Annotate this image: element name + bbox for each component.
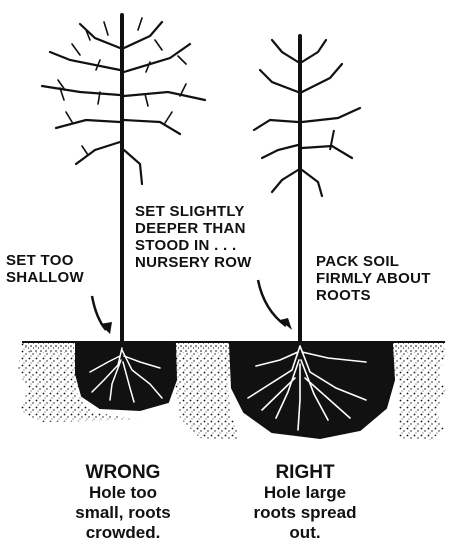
label-set-slightly-deeper: SET SLIGHTLY DEEPER THAN STOOD IN . . . … <box>135 203 252 271</box>
small-hole <box>76 344 176 410</box>
caption-wrong-text: Hole too small, roots crowded. <box>48 483 198 543</box>
label-set-too-shallow: SET TOO SHALLOW <box>6 252 84 286</box>
label-pack-soil: PACK SOIL FIRMLY ABOUT ROOTS <box>316 253 431 304</box>
arrow-too-shallow <box>92 296 112 334</box>
caption-right: RIGHT Hole large roots spread out. <box>230 462 380 543</box>
arrow-deeper <box>258 280 292 330</box>
caption-wrong: WRONG Hole too small, roots crowded. <box>48 462 198 543</box>
caption-wrong-heading: WRONG <box>48 462 198 483</box>
caption-right-heading: RIGHT <box>230 462 380 483</box>
caption-right-text: Hole large roots spread out. <box>230 483 380 543</box>
